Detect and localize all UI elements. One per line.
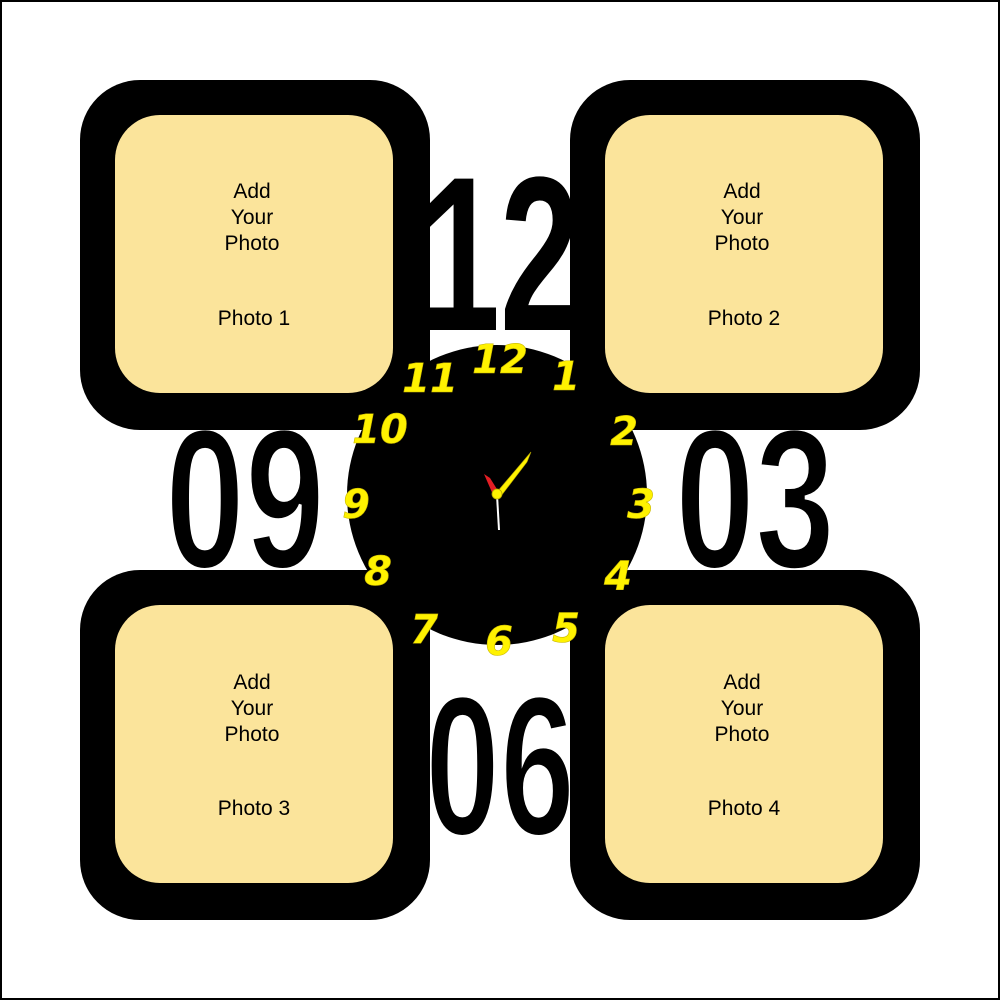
- photo-1-label: Photo 1: [218, 307, 290, 330]
- photo-slot[interactable]: [605, 115, 883, 393]
- photo-2-add: Add: [723, 180, 760, 203]
- photo-4-label: Photo 4: [708, 797, 781, 820]
- photo-1-photo: Photo: [225, 232, 280, 255]
- dial-number-5: 5: [552, 606, 580, 652]
- second-hand: [496, 494, 500, 531]
- big-number-top: 12: [420, 131, 580, 377]
- photo-2-your: Your: [721, 206, 763, 229]
- dial-number-9: 9: [342, 482, 370, 528]
- photo-3-your: Your: [231, 697, 273, 720]
- dial-number-11: 11: [402, 356, 458, 402]
- photo-2-label: Photo 2: [708, 307, 780, 330]
- photo-3-add: Add: [233, 671, 270, 694]
- photo-2-photo: Photo: [715, 232, 770, 255]
- photo-4-your: Your: [721, 697, 763, 720]
- big-number-bottom: 06: [425, 655, 575, 878]
- photo-frame-1[interactable]: [80, 80, 430, 430]
- dial-number-12: 12: [472, 337, 528, 383]
- dial-number-3: 3: [627, 482, 655, 528]
- clock-hands: [484, 451, 532, 531]
- photo-3-label: Photo 3: [218, 797, 290, 820]
- photo-1-your: Your: [231, 206, 273, 229]
- dial-number-7: 7: [410, 607, 438, 653]
- photo-3-photo: Photo: [225, 723, 280, 746]
- photo-frame-4[interactable]: [570, 570, 920, 920]
- dial-number-4: 4: [603, 554, 632, 600]
- dial-number-1: 1: [552, 354, 580, 400]
- photo-frame-3[interactable]: [80, 570, 430, 920]
- photo-4-photo: Photo: [715, 723, 770, 746]
- dial-number-8: 8: [364, 549, 392, 595]
- photo-4-add: Add: [723, 671, 760, 694]
- photo-frame-2[interactable]: [570, 80, 920, 430]
- dial-number-6: 6: [485, 619, 513, 665]
- hand-hub: [491, 488, 503, 500]
- photo-slot[interactable]: [115, 605, 393, 883]
- dial-number-2: 2: [610, 409, 638, 455]
- photo-slot[interactable]: [605, 605, 883, 883]
- photo-1-add: Add: [233, 180, 270, 203]
- dial-number-10: 10: [352, 407, 408, 453]
- photo-slot[interactable]: [115, 115, 393, 393]
